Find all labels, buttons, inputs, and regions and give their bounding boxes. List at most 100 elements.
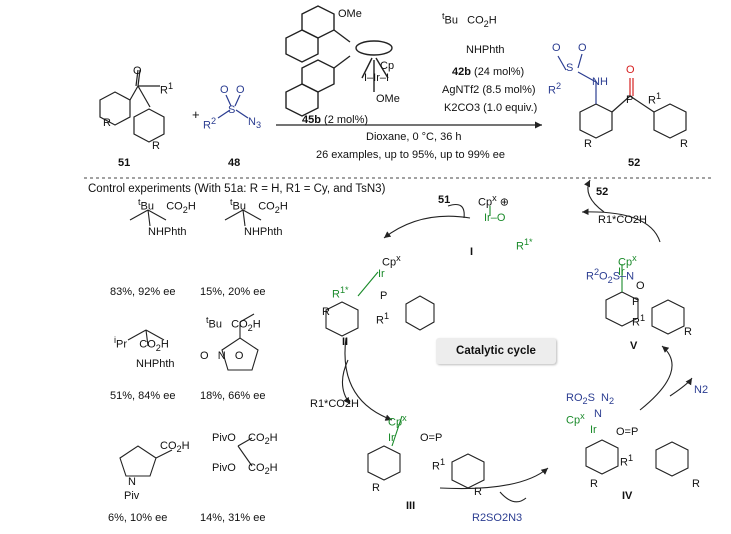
cycle-product-out: 52 bbox=[596, 186, 609, 198]
ligand-b-nphth: NHPhth bbox=[244, 226, 283, 238]
ligand-nphth: NHPhth bbox=[466, 44, 505, 56]
intermediate-i-label: I bbox=[470, 246, 474, 258]
intermediate-v-r: R bbox=[684, 326, 692, 338]
product-label: 52 bbox=[628, 157, 641, 169]
intermediate-iv-ro2s: RO2S N2 bbox=[566, 392, 615, 407]
product-r-left: R bbox=[584, 138, 592, 150]
substrate-oxygen: O bbox=[133, 65, 142, 77]
ligand-c-structure: iPr CO2H bbox=[114, 335, 169, 353]
intermediate-iii-r1: R1 bbox=[432, 457, 446, 473]
substrate-r-group: R bbox=[103, 117, 111, 129]
cycle-acid-top: R1*CO2H bbox=[598, 214, 647, 226]
catalyst-label-line: 45b (2 mol%) bbox=[302, 114, 368, 127]
control-result-6: 14%, 31% ee bbox=[200, 512, 266, 524]
intermediate-i-cpx: Cpx ⊕ bbox=[478, 193, 509, 209]
cycle-iridium-bonds bbox=[357, 206, 623, 447]
intermediate-iii-r2: R bbox=[474, 486, 482, 498]
ligand-label-line: 42b (24 mol%) bbox=[452, 66, 524, 79]
product-oxygen-1: O bbox=[552, 42, 561, 54]
substrate-label: 51 bbox=[118, 157, 131, 169]
ligand-e-piv: Piv bbox=[124, 490, 140, 502]
base-condition: K2CO3 (1.0 equiv.) bbox=[444, 102, 538, 114]
intermediate-iv-po: O=P bbox=[616, 426, 639, 438]
scope-summary: 26 examples, up to 95%, up to 99% ee bbox=[316, 149, 505, 161]
intermediate-v-ir: Ir bbox=[618, 266, 625, 278]
cycle-acid-release: R1*CO2H bbox=[310, 398, 359, 410]
intermediate-v-r1: R1 bbox=[632, 313, 646, 329]
product-r-right: R bbox=[680, 138, 688, 150]
product-phosphorus: P bbox=[626, 94, 634, 106]
cycle-intermediate-sketches bbox=[325, 291, 689, 489]
catalyst-45b-structure bbox=[285, 5, 393, 117]
azide-n3: N3 bbox=[248, 116, 262, 131]
intermediate-i-r1: R1* bbox=[516, 237, 533, 253]
cycle-nitrogen-release: N2 bbox=[694, 384, 709, 396]
catalyst-loading: (2 mol%) bbox=[324, 114, 369, 126]
intermediate-ii-ir: Ir bbox=[378, 268, 385, 280]
cycle-substrate-in: 51 bbox=[438, 194, 451, 206]
intermediate-i-ir: Ir–O bbox=[484, 212, 506, 224]
product-r1: R1 bbox=[648, 91, 662, 107]
intermediate-iii-cpx: Cpx bbox=[388, 413, 407, 429]
control-ligand-sketches bbox=[119, 209, 262, 477]
substrate-r1-group: R1 bbox=[160, 81, 174, 97]
intermediate-ii-cpx: Cpx bbox=[382, 253, 401, 269]
ligand-e-acid: CO2H bbox=[160, 440, 190, 455]
intermediate-iv-r1: R1 bbox=[620, 453, 634, 469]
ligand-loading: (24 mol%) bbox=[474, 66, 525, 78]
plus-sign: + bbox=[192, 107, 200, 122]
ligand-d-succinimide: O N O bbox=[200, 350, 244, 362]
azide-oxygen-2: O bbox=[236, 84, 245, 96]
intermediate-v-label: V bbox=[630, 340, 638, 352]
product-oxygen-2: O bbox=[578, 42, 587, 54]
intermediate-iv-ir: Ir bbox=[590, 424, 597, 436]
catalytic-cycle-arrows bbox=[341, 179, 693, 503]
azide-sulfur: S bbox=[228, 104, 236, 116]
catalyst-ome-bottom: OMe bbox=[376, 93, 400, 105]
intermediate-iii-label: III bbox=[406, 500, 416, 512]
ligand-a-structure: tBu CO2H bbox=[138, 197, 196, 215]
intermediate-iii-po: O=P bbox=[420, 432, 443, 444]
intermediate-iv-n: N bbox=[594, 408, 602, 420]
catalyst-45b-label: 45b bbox=[302, 114, 321, 126]
solvent-temp-time: Dioxane, 0 °C, 36 h bbox=[366, 131, 462, 143]
intermediate-v-o: O bbox=[636, 280, 645, 292]
control-result-4: 18%, 66% ee bbox=[200, 390, 266, 402]
control-result-1: 83%, 92% ee bbox=[110, 286, 176, 298]
ligand-structure-text: tBu CO2H bbox=[442, 11, 497, 29]
azide-48-structure bbox=[217, 94, 249, 119]
control-result-3: 51%, 84% ee bbox=[110, 390, 176, 402]
ligand-f-top: PivO CO2H bbox=[212, 432, 278, 447]
ligand-a-nphth: NHPhth bbox=[148, 226, 187, 238]
ligand-42b-label: 42b bbox=[452, 66, 471, 78]
intermediate-ii-p: P bbox=[380, 290, 388, 302]
ligand-d-structure: tBu CO2H bbox=[206, 315, 261, 333]
ligand-e-n: N bbox=[128, 476, 136, 488]
intermediate-ii-r: R bbox=[322, 306, 330, 318]
intermediate-ii-r1: R1* bbox=[332, 285, 349, 301]
intermediate-ii-label: II bbox=[342, 336, 349, 348]
intermediate-v-cpx: Cpx bbox=[618, 253, 637, 269]
product-sulfonyl: S bbox=[566, 62, 574, 74]
intermediate-iv-r2: R bbox=[692, 478, 700, 490]
control-result-2: 15%, 20% ee bbox=[200, 286, 266, 298]
catalyst-iridium-center: I–Ir–I bbox=[364, 72, 390, 84]
intermediate-iii-ir: Ir bbox=[388, 432, 395, 444]
substrate-r-group-2: R bbox=[152, 140, 160, 152]
product-r2: R2 bbox=[548, 81, 562, 97]
control-header: Control experiments (With 51a: R = H, R1… bbox=[88, 183, 386, 195]
product-oxygen-p: O bbox=[626, 64, 635, 76]
substrate-51-structure bbox=[99, 69, 165, 143]
catalyst-ome-top: OMe bbox=[338, 8, 362, 20]
azide-oxygen-1: O bbox=[220, 84, 229, 96]
cycle-sulfonyl-azide: R2SO2N3 bbox=[472, 512, 523, 524]
azide-r2: R2 bbox=[203, 116, 217, 132]
ligand-f-bottom: PivO CO2H bbox=[212, 462, 278, 477]
ligand-b-structure: tBu CO2H bbox=[230, 197, 288, 215]
intermediate-iv-cpx: Cpx bbox=[566, 411, 585, 427]
catalytic-cycle-title: Catalytic cycle bbox=[436, 338, 556, 364]
intermediate-v-r2o2s: R2O2S–N bbox=[586, 267, 635, 285]
azide-label: 48 bbox=[228, 157, 241, 169]
intermediate-iv-r: R bbox=[590, 478, 598, 490]
